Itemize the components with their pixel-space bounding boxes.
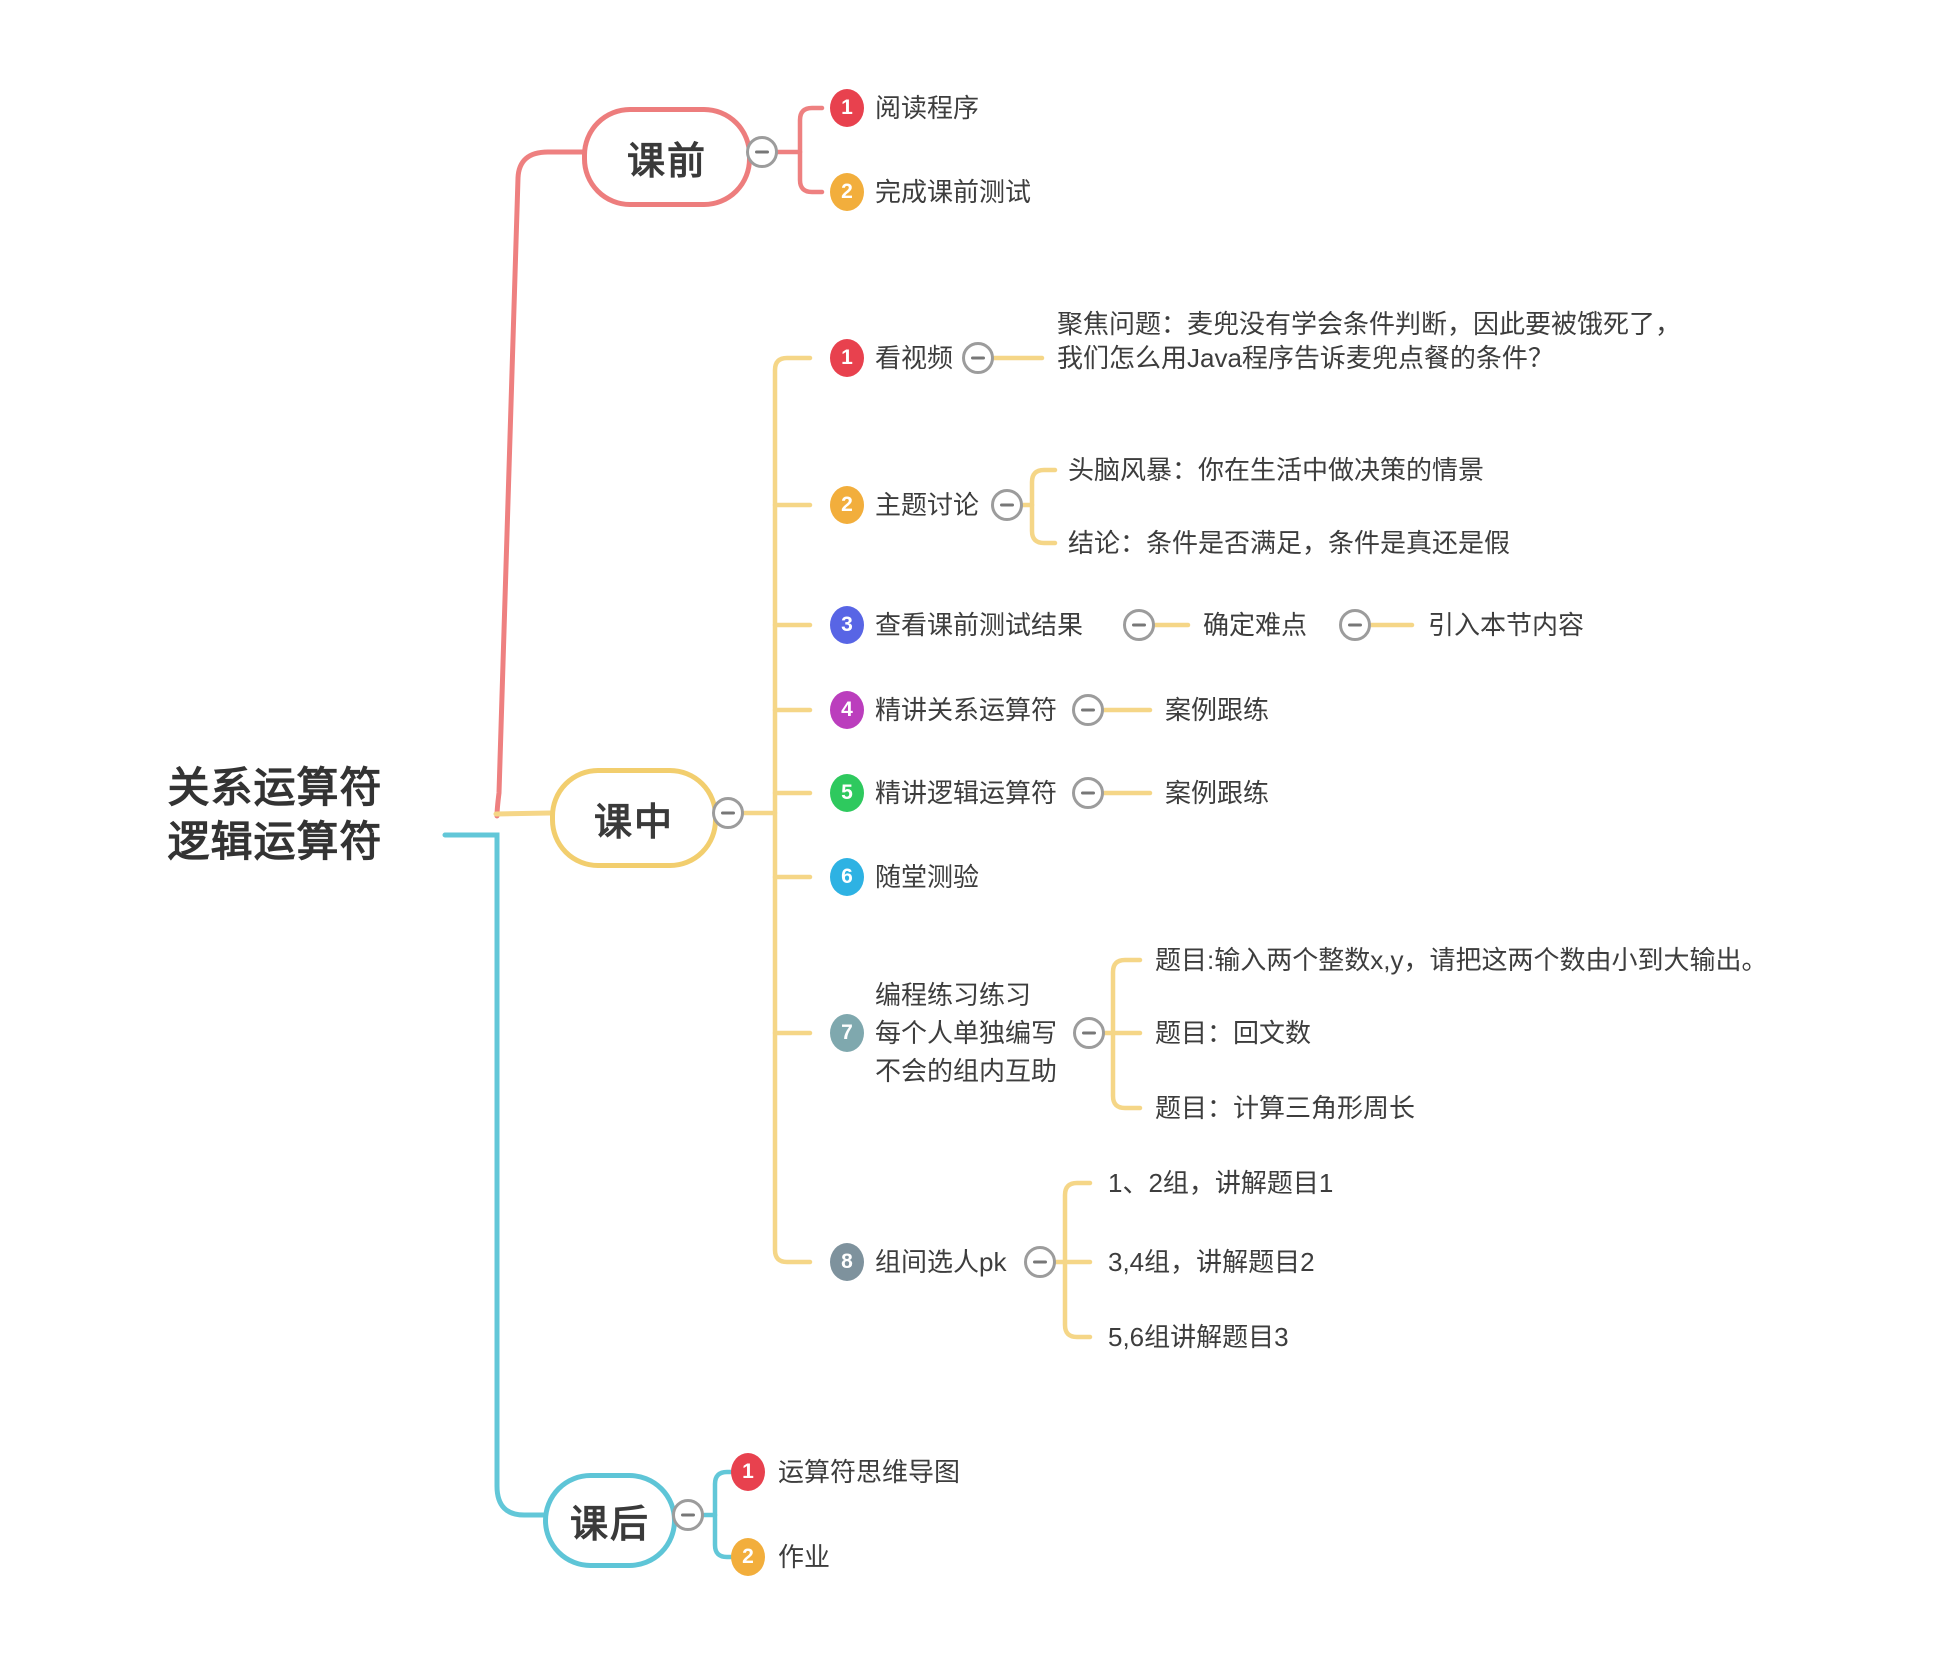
topic-label-post-1[interactable]: 运算符思维导图 (778, 1457, 961, 1487)
subtopic-label[interactable]: 题目：回文数 (1155, 1018, 1312, 1048)
priority-badge: 2 (830, 486, 864, 524)
topic-label-mid-3[interactable]: 查看课前测试结果 (875, 610, 1084, 640)
subtopic-label[interactable]: 结论：条件是否满足，条件是真还是假 (1068, 528, 1511, 558)
priority-badge: 1 (830, 89, 864, 127)
topic-label-mid-8[interactable]: 组间选人pk (875, 1247, 1007, 1277)
topic-label-mid-1[interactable]: 看视频 (875, 343, 954, 373)
topic-label-pre-1[interactable]: 阅读程序 (875, 93, 980, 123)
topic-label-mid-7[interactable]: 编程练习练习 每个人单独编写 不会的组内互助 (875, 980, 1058, 1086)
collapse-icon-mid-7[interactable] (1073, 1017, 1105, 1049)
topic-label-pre-2[interactable]: 完成课前测试 (875, 177, 1032, 207)
priority-badge: 1 (731, 1453, 765, 1491)
subtopic-label[interactable]: 确定难点 (1203, 610, 1308, 640)
branch-node-post[interactable]: 课后 (543, 1473, 677, 1568)
subtopic-label[interactable]: 案例跟练 (1165, 778, 1270, 808)
collapse-icon-mid[interactable] (712, 797, 744, 829)
collapse-icon-mid-2[interactable] (991, 489, 1023, 521)
connector-mid-bracket (772, 355, 813, 1265)
subtopic-label[interactable]: 案例跟练 (1165, 695, 1270, 725)
connector-mid2-bracket (1029, 467, 1058, 546)
subtopic-label[interactable]: 引入本节内容 (1428, 610, 1585, 640)
topic-label-mid-6[interactable]: 随堂测验 (875, 862, 980, 892)
priority-badge: 3 (830, 606, 864, 644)
connector-trunk-pre (494, 149, 585, 819)
connector-post-bracket (712, 1469, 738, 1560)
connector-pre-bracket (797, 105, 825, 195)
connector-mid8-bracket (1062, 1180, 1093, 1340)
subtopic-label[interactable]: 5,6组讲解题目3 (1108, 1322, 1289, 1352)
subtopic-label[interactable]: 1、2组，讲解题目1 (1108, 1168, 1334, 1198)
priority-badge: 2 (731, 1538, 765, 1576)
collapse-icon-mid-5[interactable] (1072, 777, 1104, 809)
collapse-icon-mid-3b[interactable] (1339, 609, 1371, 641)
note-text-mid-1[interactable]: 聚焦问题：麦兜没有学会条件判断，因此要被饿死了， 我们怎么用Java程序告诉麦兜… (1057, 309, 1682, 373)
subtopic-label[interactable]: 题目：计算三角形周长 (1155, 1093, 1416, 1123)
topic-label-post-2[interactable]: 作业 (778, 1542, 831, 1572)
collapse-icon-post[interactable] (672, 1499, 704, 1531)
topic-label-mid-5[interactable]: 精讲逻辑运算符 (875, 778, 1058, 808)
connector-mid7-bracket (1110, 957, 1143, 1111)
priority-badge: 1 (830, 339, 864, 377)
priority-badge: 7 (830, 1014, 864, 1052)
priority-badge: 2 (830, 173, 864, 211)
collapse-icon-mid-4[interactable] (1072, 694, 1104, 726)
connector-trunk-post (442, 832, 546, 1518)
branch-node-pre[interactable]: 课前 (582, 107, 752, 207)
priority-badge: 6 (830, 858, 864, 896)
topic-label-mid-2[interactable]: 主题讨论 (875, 490, 980, 520)
collapse-icon-mid-1[interactable] (962, 342, 994, 374)
priority-badge: 5 (830, 774, 864, 812)
topic-label-mid-4[interactable]: 精讲关系运算符 (875, 695, 1058, 725)
collapse-icon-mid-8[interactable] (1024, 1246, 1056, 1278)
priority-badge: 4 (830, 691, 864, 729)
branch-node-mid[interactable]: 课中 (550, 768, 718, 868)
subtopic-label[interactable]: 头脑风暴：你在生活中做决策的情景 (1068, 455, 1485, 485)
subtopic-label[interactable]: 3,4组，讲解题目2 (1108, 1247, 1315, 1277)
collapse-icon-pre[interactable] (746, 136, 778, 168)
subtopic-label[interactable]: 题目:输入两个整数x,y，请把这两个数由小到大输出。 (1155, 945, 1768, 975)
collapse-icon-mid-3a[interactable] (1123, 609, 1155, 641)
connector-trunk-mid (493, 810, 553, 817)
priority-badge: 8 (830, 1243, 864, 1281)
root-topic[interactable]: 关系运算符 逻辑运算符 (167, 764, 383, 865)
